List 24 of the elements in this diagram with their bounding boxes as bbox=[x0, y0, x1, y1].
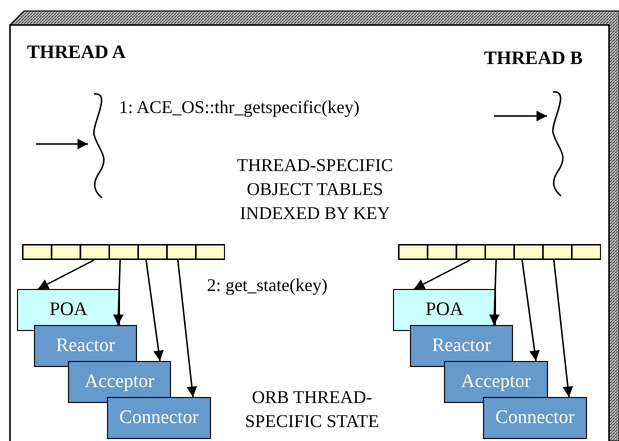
state-caption: ORB THREAD-SPECIFIC STATE bbox=[244, 386, 380, 433]
thread-title: THREAD B bbox=[484, 48, 583, 70]
arrow bbox=[553, 260, 574, 398]
arrow bbox=[113, 260, 124, 326]
arrow bbox=[177, 260, 198, 398]
table-caption: THREAD-SPECIFIC OBJECT TABLES INDEXED BY KEY bbox=[236, 154, 394, 225]
arrow bbox=[414, 259, 470, 290]
object-box: Acceptor bbox=[68, 361, 171, 403]
key-table bbox=[22, 244, 225, 260]
object-box: Reactor bbox=[410, 325, 513, 367]
call-label: 1: ACE_OS::thr_getspecific(key) bbox=[119, 96, 360, 118]
object-box: Reactor bbox=[34, 325, 137, 367]
key-table bbox=[398, 244, 601, 260]
call-label: 2: get_state(key) bbox=[207, 274, 328, 296]
arrow bbox=[36, 138, 88, 150]
object-box: Acceptor bbox=[444, 361, 548, 403]
arrow bbox=[489, 260, 500, 326]
object-box: Connector bbox=[483, 397, 587, 439]
arrow bbox=[145, 260, 164, 362]
thread-title: THREAD A bbox=[27, 42, 126, 64]
object-box: Connector bbox=[107, 397, 211, 439]
arrow bbox=[521, 260, 540, 362]
arrow bbox=[38, 259, 94, 290]
arrow bbox=[494, 110, 547, 122]
